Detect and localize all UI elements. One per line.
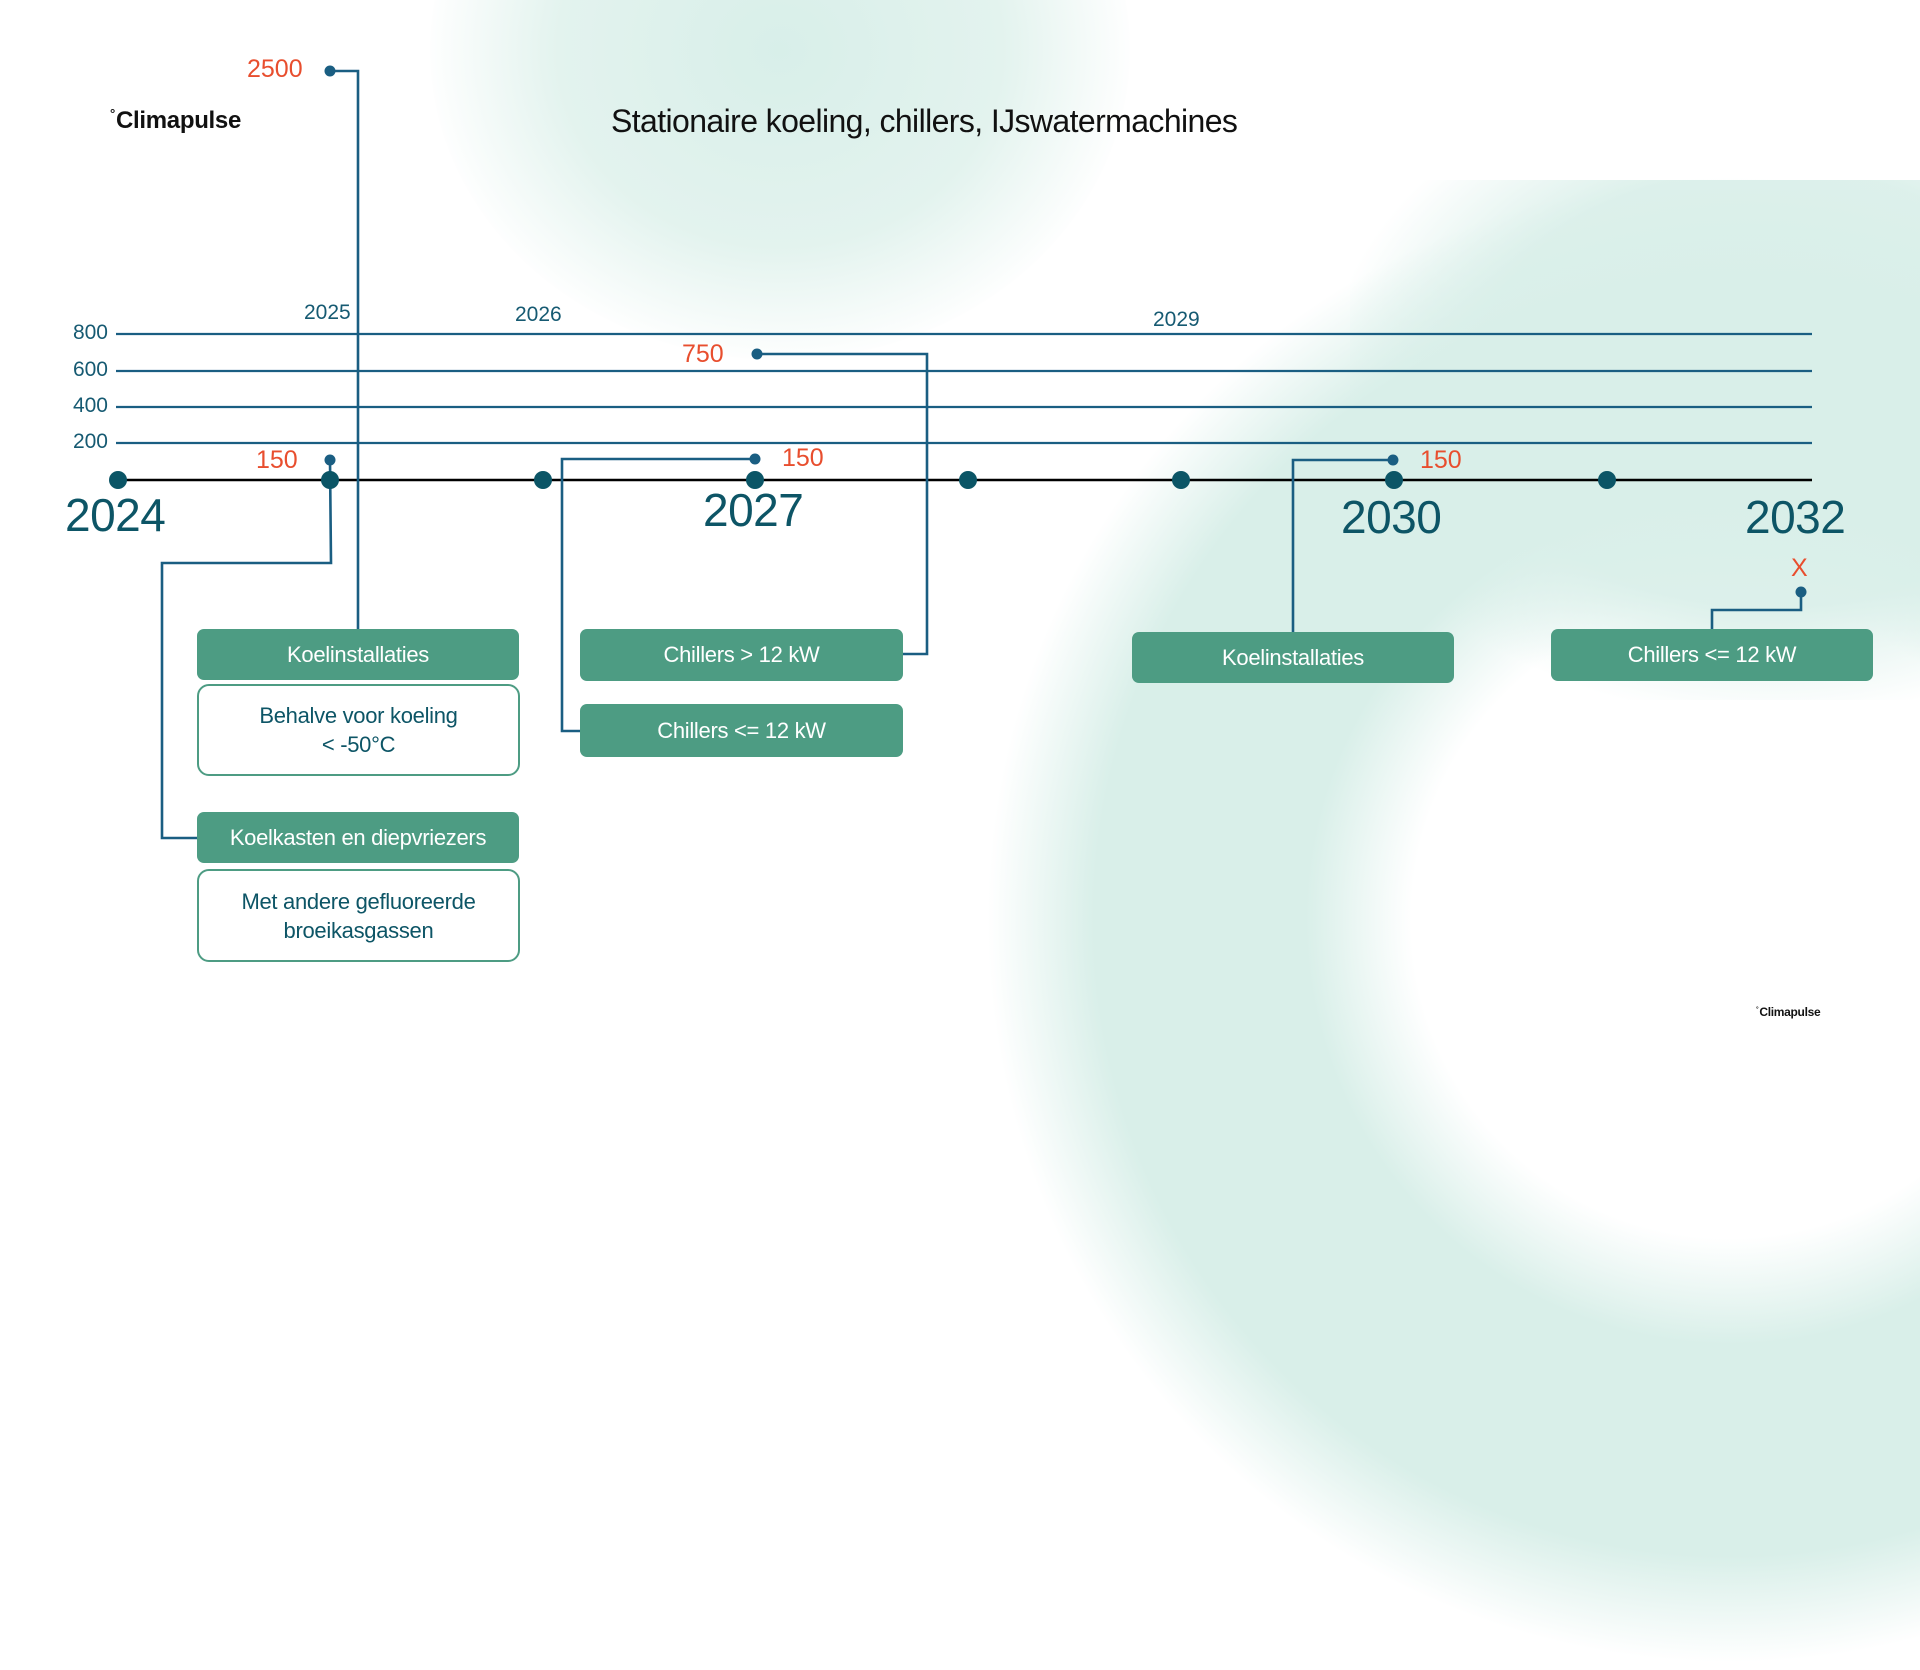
box-label: Koelinstallaties: [287, 641, 429, 667]
year-label-2024: 2024: [65, 489, 166, 541]
box-chillers-le-12kw-2032: Chillers <= 12 kW: [1551, 629, 1873, 681]
degree-mark-icon: °: [110, 106, 115, 121]
y-tick-800: 800: [72, 321, 108, 344]
year-dot-2024: [109, 471, 127, 489]
year-dot-2026: [534, 471, 552, 489]
connector-2027-150: [560, 457, 755, 733]
marker-dot-2030-150: [1387, 454, 1399, 466]
value-2500: 2500: [247, 55, 303, 83]
connector-2030-150: [1291, 458, 1393, 632]
year-label-2029: 2029: [1153, 308, 1200, 331]
box-chillers-gt-12kw: Chillers > 12 kW: [580, 629, 903, 681]
box-label: Chillers <= 12 kW: [657, 717, 826, 743]
climapulse-logo-footer: °Climapulse: [1756, 1005, 1821, 1019]
box-label: Koelkasten en diepvriezers: [229, 824, 487, 850]
box-chillers-le-12kw-2027: Chillers <= 12 kW: [580, 704, 903, 757]
year-label-2026: 2026: [515, 303, 562, 326]
box-label: Chillers <= 12 kW: [1627, 642, 1797, 667]
logo-text: Climapulse: [115, 106, 242, 134]
connector-2500: [330, 69, 360, 629]
year-dot-2029: [1172, 471, 1190, 489]
climapulse-logo: °Climapulse: [110, 106, 241, 135]
value-2027-150: 150: [782, 444, 824, 472]
value-2025-150: 150: [256, 446, 298, 474]
y-tick-200: 200: [72, 430, 108, 453]
value-2032-x: X: [1791, 554, 1808, 582]
note-koelinstallaties-2025: Behalve voor koeling < -50°C: [197, 684, 520, 776]
note-text: Met andere gefluoreerde broeikasgassen: [241, 888, 476, 943]
background-blob-right: [1350, 180, 1920, 700]
year-dot-2030: [1385, 471, 1403, 489]
box-label: Koelinstallaties: [1222, 644, 1364, 670]
page-title: Stationaire koeling, chillers, IJswaterm…: [611, 103, 1238, 139]
y-tick-600: 600: [72, 358, 108, 381]
note-koelkasten-diepvriezers: Met andere gefluoreerde broeikasgassen: [197, 869, 520, 962]
logo-text: Climapulse: [1759, 1005, 1821, 1019]
value-2030-150: 150: [1420, 446, 1462, 474]
connector-750: [757, 352, 929, 656]
box-koelkasten-diepvriezers: Koelkasten en diepvriezers: [197, 812, 519, 863]
y-tick-400: 400: [72, 394, 108, 417]
marker-dot-2500: [324, 65, 336, 77]
marker-dot-2027-150: [749, 453, 761, 465]
note-text: Behalve voor koeling < -50°C: [259, 703, 458, 757]
connector-2032-x: [1710, 592, 1803, 629]
timeline-diagram: [109, 65, 1812, 840]
connector-2025-150: [160, 459, 333, 840]
marker-dot-2025-150: [324, 454, 336, 466]
year-label-2027: 2027: [703, 484, 804, 536]
box-koelinstallaties-2030: Koelinstallaties: [1132, 632, 1454, 683]
marker-dot-750: [751, 348, 763, 360]
year-dot-2025: [321, 471, 339, 489]
year-dot-2027: [746, 471, 764, 489]
year-dot-2028: [959, 471, 977, 489]
marker-dot-2032-x: [1795, 586, 1807, 598]
box-koelinstallaties-2025: Koelinstallaties: [197, 629, 519, 680]
year-label-2025: 2025: [304, 301, 351, 324]
box-label: Chillers > 12 kW: [663, 642, 820, 667]
value-750: 750: [682, 340, 724, 368]
year-dot-2031: [1598, 471, 1616, 489]
degree-mark-icon: °: [1756, 1006, 1759, 1014]
year-label-2030: 2030: [1341, 491, 1442, 543]
year-label-2032: 2032: [1745, 491, 1846, 543]
